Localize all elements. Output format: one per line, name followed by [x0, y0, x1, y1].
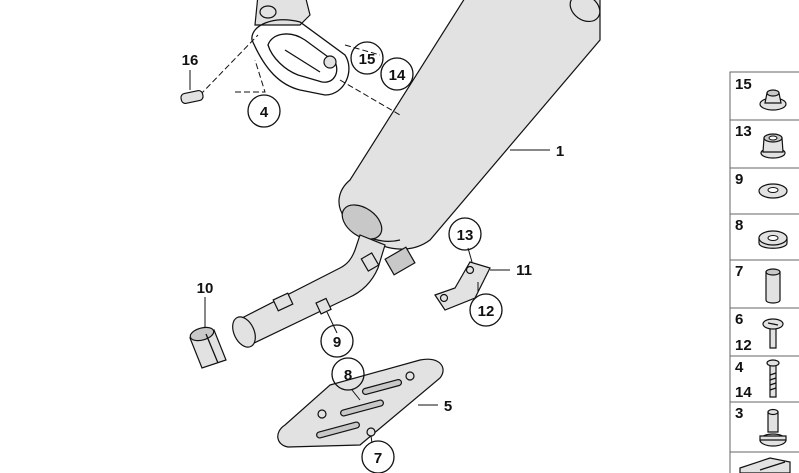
panel-box-15 — [729, 71, 799, 121]
label-5: 5 — [444, 398, 452, 415]
washer-icon — [758, 183, 788, 199]
mounting-bracket-part — [434, 261, 491, 311]
panel-label-9: 9 — [735, 171, 743, 188]
label-10: 10 — [197, 280, 214, 297]
callout-12: 12 — [469, 293, 503, 327]
panel-box-7 — [729, 259, 799, 309]
sleeve-icon — [765, 268, 781, 304]
rubber-buffer-part — [189, 326, 227, 369]
callout-15: 15 — [350, 41, 384, 75]
label-1: 1 — [556, 143, 564, 160]
callout-7: 7 — [361, 440, 395, 473]
label-16: 16 — [182, 52, 199, 69]
clamp-bracket — [251, 0, 350, 96]
panel-label-8: 8 — [735, 217, 743, 234]
svg-text:14: 14 — [389, 67, 406, 84]
dash-line-4 — [235, 59, 266, 93]
dash-line-16 — [199, 34, 259, 96]
leader-13 — [467, 247, 473, 263]
svg-text:13: 13 — [457, 227, 474, 244]
stud-bolt-icon — [759, 408, 787, 447]
muffler-part — [338, 0, 601, 250]
flange-nut-icon — [760, 133, 786, 159]
callout-9: 9 — [320, 324, 354, 358]
callout-14: 14 — [380, 57, 414, 91]
svg-text:7: 7 — [374, 450, 382, 467]
panel-label-13: 13 — [735, 123, 752, 140]
panel-label-14: 14 — [735, 384, 752, 401]
pin-part — [180, 89, 204, 105]
header-pipe — [232, 234, 416, 348]
svg-text:12: 12 — [478, 303, 495, 320]
grommet-icon — [759, 89, 787, 111]
short-screw-icon — [762, 318, 784, 349]
spacer-washer-icon — [758, 230, 788, 249]
panel-box-6-12 — [729, 307, 799, 357]
callout-13: 13 — [448, 217, 482, 251]
panel-label-6: 6 — [735, 311, 743, 328]
small-parts-panel: 15 13 9 8 7 6 12 4 14 3 — [729, 71, 799, 473]
panel-label-15: 15 — [735, 76, 752, 93]
panel-box-4-14 — [729, 355, 799, 403]
heat-shield-part — [277, 358, 444, 448]
leader-8 — [351, 389, 361, 401]
svg-text:4: 4 — [260, 104, 269, 121]
dash-line-14 — [344, 44, 381, 56]
panel-label-12: 12 — [735, 337, 752, 354]
callout-8: 8 — [331, 357, 365, 391]
leader-9 — [326, 311, 338, 334]
panel-label-3: 3 — [735, 405, 743, 422]
svg-text:15: 15 — [359, 51, 376, 68]
dash-line-15 — [339, 79, 401, 116]
panel-label-7: 7 — [735, 263, 743, 280]
label-11: 11 — [516, 262, 532, 279]
panel-label-4: 4 — [735, 359, 744, 376]
package-wedge-icon — [739, 457, 791, 473]
svg-text:8: 8 — [344, 367, 352, 384]
callout-4: 4 — [247, 94, 281, 128]
svg-text:9: 9 — [333, 334, 341, 351]
long-screw-icon — [766, 359, 780, 398]
